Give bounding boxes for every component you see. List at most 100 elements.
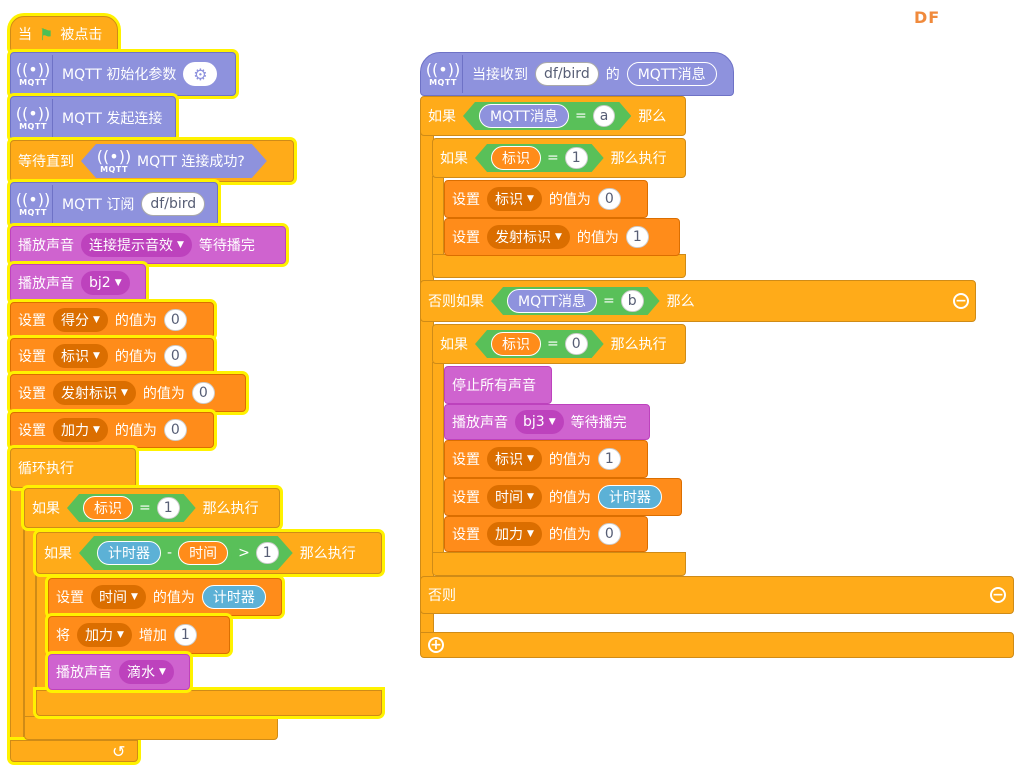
else-bottom [420,632,1014,658]
set-flag-block[interactable]: 设置 标识▼ 的值为 0 [10,338,214,374]
set-time-block[interactable]: 设置 时间▼ 的值为 计时器 [444,478,682,516]
mqtt-message-reporter[interactable]: MQTT消息 [626,62,717,86]
chevron-down-icon: ▼ [548,417,556,427]
variable-dropdown[interactable]: 得分▼ [53,308,108,332]
forever-block[interactable]: 循环执行 [10,448,136,488]
set-score-block[interactable]: 设置 得分▼ 的值为 0 [10,302,214,338]
value-input[interactable]: 0 [597,188,621,210]
set-flag-block[interactable]: 设置 标识▼ 的值为 0 [444,180,648,218]
chevron-down-icon: ▼ [121,388,128,398]
else-if-message-b-block[interactable]: 否则如果 MQTT消息 = b 那么 [420,280,976,322]
loop-arrow-icon: ↺ [112,742,126,761]
timer-reporter[interactable]: 计时器 [597,485,662,509]
value-input[interactable]: 1 [625,226,649,248]
minus-circle-icon[interactable]: − [953,293,969,309]
sound-dropdown[interactable]: bj3▼ [515,410,564,434]
change-boost-block[interactable]: 将 加力▼ 增加 1 [48,616,230,654]
hat-when-label: 当 [18,27,32,43]
mqtt-connected-condition[interactable]: ((•))MQTT MQTT 连接成功? [81,144,267,178]
value-input[interactable]: 0 [597,523,621,545]
wait-until-block[interactable]: 等待直到 ((•))MQTT MQTT 连接成功? [10,140,294,182]
else-block[interactable]: 否则 [420,576,1014,614]
value-input[interactable]: 0 [191,382,215,404]
play-sound-block[interactable]: 播放声音 滴水▼ [48,654,190,690]
variable-dropdown[interactable]: 标识▼ [487,187,542,211]
gear-icon[interactable]: ⚙ [183,62,218,86]
value-input[interactable]: 0 [163,309,187,331]
variable-dropdown[interactable]: 标识▼ [53,344,108,368]
play-sound-until-done-block[interactable]: 播放声音 连接提示音效▼ 等待播完 [10,226,286,264]
plus-circle-icon[interactable]: + [428,637,444,653]
chevron-down-icon: ▼ [555,232,562,242]
subtract-operator[interactable]: 计时器 - 时间 [93,539,232,567]
mqtt-wifi-icon: ((•))MQTT [424,55,463,93]
value-input[interactable]: 0 [163,419,187,441]
value-input: 1 [565,147,588,169]
sound-dropdown[interactable]: 滴水▼ [119,660,174,684]
variable-dropdown[interactable]: 时间▼ [487,485,542,509]
if-flag0-block[interactable]: 如果 标识 = 0 那么执行 [432,324,686,364]
sound-dropdown[interactable]: 连接提示音效▼ [81,233,192,257]
timer-reporter: 计时器 [97,541,161,565]
variable-dropdown[interactable]: 发射标识▼ [53,381,136,405]
equals-condition[interactable]: 标识 = 0 [475,330,604,358]
chevron-down-icon: ▼ [93,315,100,325]
chevron-down-icon: ▼ [93,425,100,435]
green-flag-icon: ⚑ [39,24,54,44]
topic-input[interactable]: df/bird [535,62,599,86]
equals-condition[interactable]: MQTT消息 = b [491,287,660,315]
value-input: 0 [565,333,588,355]
when-flag-clicked-hat[interactable]: 当 ⚑ 被点击 [10,16,118,52]
set-flag-block[interactable]: 设置 标识▼ 的值为 1 [444,440,648,478]
value-input[interactable]: 1 [173,624,197,646]
mqtt-connect-block[interactable]: ((•))MQTT MQTT 发起连接 [10,96,176,140]
greater-than-condition[interactable]: 计时器 - 时间 > 1 [79,536,293,570]
if-message-a-block[interactable]: 如果 MQTT消息 = a 那么 [420,96,686,136]
variable-dropdown[interactable]: 发射标识▼ [487,225,570,249]
value-input[interactable]: 0 [163,345,187,367]
mqtt-wifi-icon: ((•))MQTT [14,185,53,223]
when-receive-mqtt-hat[interactable]: ((•))MQTT 当接收到 df/bird 的 MQTT消息 [420,52,734,96]
sound-dropdown[interactable]: bj2▼ [81,271,130,295]
chevron-down-icon: ▼ [527,454,534,464]
if-flag1-arm [432,176,444,256]
minus-circle-icon[interactable]: − [990,587,1006,603]
variable-dropdown[interactable]: 标识▼ [487,447,542,471]
value-input: b [621,290,644,312]
watermark-logo: DF [914,8,941,27]
if-timer-block[interactable]: 如果 计时器 - 时间 > 1 那么执行 [36,532,382,574]
play-sound-block[interactable]: 播放声音 bj2▼ [10,264,146,302]
equals-condition[interactable]: 标识 = 1 [67,494,196,522]
equals-condition[interactable]: 标识 = 1 [475,144,604,172]
if-flag-block[interactable]: 如果 标识 = 1 那么执行 [24,488,280,528]
chevron-down-icon: ▼ [93,351,100,361]
mqtt-subscribe-block[interactable]: ((•))MQTT MQTT 订阅 df/bird [10,182,218,226]
play-sound-until-done-block[interactable]: 播放声音 bj3▼ 等待播完 [444,404,650,440]
value-input: a [593,105,616,127]
mqtt-init-block[interactable]: ((•))MQTT MQTT 初始化参数 ⚙ [10,52,236,96]
timer-reporter[interactable]: 计时器 [201,585,266,609]
stop-all-sounds-block[interactable]: 停止所有声音 [444,366,552,404]
chevron-down-icon: ▼ [114,278,122,288]
value-input[interactable]: 1 [597,448,621,470]
set-boost-block[interactable]: 设置 加力▼ 的值为 0 [444,516,648,552]
set-time-block[interactable]: 设置 时间▼ 的值为 计时器 [48,578,282,616]
equals-condition[interactable]: MQTT消息 = a [463,102,631,130]
if-flag1-block[interactable]: 如果 标识 = 1 那么执行 [432,138,686,178]
if-flag1-bottom [432,254,686,278]
set-boost-block[interactable]: 设置 加力▼ 的值为 0 [10,412,214,448]
forever-bottom [10,740,138,762]
variable-dropdown[interactable]: 加力▼ [77,623,132,647]
variable-dropdown[interactable]: 加力▼ [487,522,542,546]
chevron-down-icon: ▼ [131,592,138,602]
topic-input[interactable]: df/bird [141,192,206,216]
variable-dropdown[interactable]: 时间▼ [91,585,146,609]
variable-reporter: 时间 [178,541,228,565]
if-flag0-arm [432,362,444,554]
value-input: 1 [256,542,279,564]
if-flag0-bottom [432,552,686,576]
set-fire-flag-block[interactable]: 设置 发射标识▼ 的值为 1 [444,218,680,256]
set-fire-flag-block[interactable]: 设置 发射标识▼ 的值为 0 [10,374,246,412]
variable-dropdown[interactable]: 加力▼ [53,418,108,442]
